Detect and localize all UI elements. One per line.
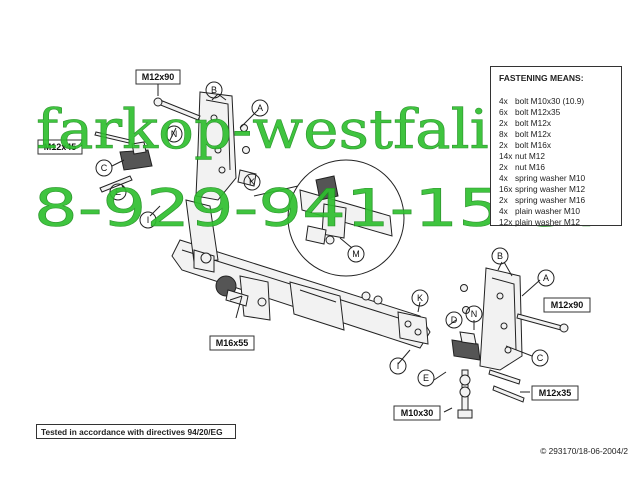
zoom-detail-circle <box>253 159 405 277</box>
callout-i-label: I <box>147 215 150 225</box>
callout-k-label: K <box>249 177 255 187</box>
fastening-title: FASTENING MEANS: <box>499 73 584 83</box>
callout-c-lower: C <box>531 349 549 367</box>
fastening-qty: 2x <box>499 118 508 128</box>
callout-b-label-2: B <box>497 251 503 261</box>
fastening-qty: 2x <box>499 140 508 150</box>
fastening-qty: 14x <box>499 151 513 161</box>
callout-i-upper: I <box>139 211 157 229</box>
fastening-list: 4x bolt M10x30 (10.9) 6x bolt M12x35 2x bolt … <box>499 96 615 228</box>
callout-b-label: B <box>211 85 217 95</box>
callout-b-upper: B <box>205 81 223 99</box>
fastening-desc: plain washer M10 <box>515 206 581 216</box>
fastening-desc: bolt M12x35 <box>515 107 561 117</box>
callout-e-label: E <box>115 187 121 197</box>
label-m12x90-lower: M12x90 <box>543 297 591 313</box>
label-m16x55-text: M16x55 <box>216 338 249 348</box>
callout-e-label-2: E <box>423 373 429 383</box>
label-m12x90-text-2: M12x90 <box>551 300 584 310</box>
callout-a-label-2: A <box>543 273 549 283</box>
fastening-desc: nut M16 <box>515 162 545 172</box>
fastening-item: 2x bolt M16x <box>499 140 615 151</box>
fastening-qty: 16x <box>499 184 513 194</box>
callout-markers: B A N C E I K M B A D N K C I E <box>95 81 555 387</box>
callout-e-lower: E <box>417 369 435 387</box>
label-m12x35-text: M12x35 <box>539 388 572 398</box>
callout-n-label: N <box>171 129 178 139</box>
fastening-desc: spring washer M10 <box>515 173 586 183</box>
fastening-desc: plain washer M12 <box>515 217 581 227</box>
fastening-item: 2x nut M16 <box>499 162 615 173</box>
callout-m: M <box>347 245 365 263</box>
callout-a-upper: A <box>251 99 269 117</box>
document-reference: © 293170/18-06-2004/2 <box>540 446 628 456</box>
label-m16x55: M16x55 <box>209 335 255 351</box>
callout-n-upper: N <box>165 125 183 143</box>
fastening-desc: nut M12 <box>515 151 545 161</box>
label-m12x90-upper: M12x90 <box>135 69 181 96</box>
fastening-desc: bolt M16x <box>515 140 551 150</box>
callout-c-label-2: C <box>537 353 544 363</box>
label-m12x90-text: M12x90 <box>142 72 175 82</box>
callout-d: D <box>445 311 463 329</box>
leader-lines <box>111 93 541 413</box>
fastening-desc: spring washer M12 <box>515 184 586 194</box>
callout-a-label: A <box>257 103 263 113</box>
fastening-qty: 12x <box>499 217 513 227</box>
fastening-means-box: FASTENING MEANS: 4x bolt M10x30 (10.9) 6x b… <box>490 66 622 228</box>
label-m12x45-text: M12x45 <box>44 142 77 152</box>
callout-k-lower: K <box>411 289 429 307</box>
fastening-desc: bolt M10x30 (10.9) <box>515 96 585 106</box>
label-m10x30-text: M10x30 <box>401 408 434 418</box>
callout-b-lower: B <box>491 247 509 265</box>
fastening-qty: 6x <box>499 107 508 117</box>
callout-a-lower: A <box>537 269 555 287</box>
fastening-qty: 2x <box>499 162 508 172</box>
fastening-qty: 4x <box>499 96 508 106</box>
callout-i-lower: I <box>389 357 407 375</box>
callout-n-lower: N <box>465 305 483 323</box>
fastening-qty: 4x <box>499 173 508 183</box>
callout-i-label-2: I <box>397 361 400 371</box>
fastening-desc: bolt M12x <box>515 129 551 139</box>
fastening-desc: bolt M12x <box>515 118 551 128</box>
fastening-desc: spring washer M16 <box>515 195 586 205</box>
fastening-item: 4x plain washer M10 <box>499 206 615 217</box>
fastening-item: 2x bolt M12x <box>499 118 615 129</box>
label-m12x45: M12x45 <box>37 139 83 155</box>
callout-c-label: C <box>101 163 108 173</box>
callout-c-upper: C <box>95 159 113 177</box>
main-crossbar <box>171 199 431 349</box>
fastening-item: 4x bolt M10x30 (10.9) <box>499 96 615 107</box>
fastening-qty: 8x <box>499 129 508 139</box>
dimension-labels: M12x90 M12x45 M16x55 M12x90 M10x30 M12x3… <box>37 69 591 421</box>
callout-d-label: D <box>451 315 458 325</box>
label-m12x35: M12x35 <box>531 385 579 401</box>
fastening-item: 8x bolt M12x <box>499 129 615 140</box>
callout-e-upper: E <box>109 183 127 201</box>
fastening-item: 4x spring washer M10 <box>499 173 615 184</box>
tested-directive-box: Tested in accordance with directives 94/… <box>36 424 236 439</box>
fastening-item: 2x spring washer M16 <box>499 195 615 206</box>
callout-n-label-2: N <box>471 309 478 319</box>
callout-m-label: M <box>352 249 360 259</box>
label-m10x30: M10x30 <box>393 405 441 421</box>
fastening-item: 6x bolt M12x35 <box>499 107 615 118</box>
callout-k-upper: K <box>243 173 261 191</box>
callout-k-label-2: K <box>417 293 423 303</box>
fastening-qty: 2x <box>499 195 508 205</box>
right-bracket-assembly <box>361 267 569 419</box>
fastening-qty: 4x <box>499 206 508 216</box>
watermark-website: farkop-westfalia.ru <box>36 98 610 161</box>
